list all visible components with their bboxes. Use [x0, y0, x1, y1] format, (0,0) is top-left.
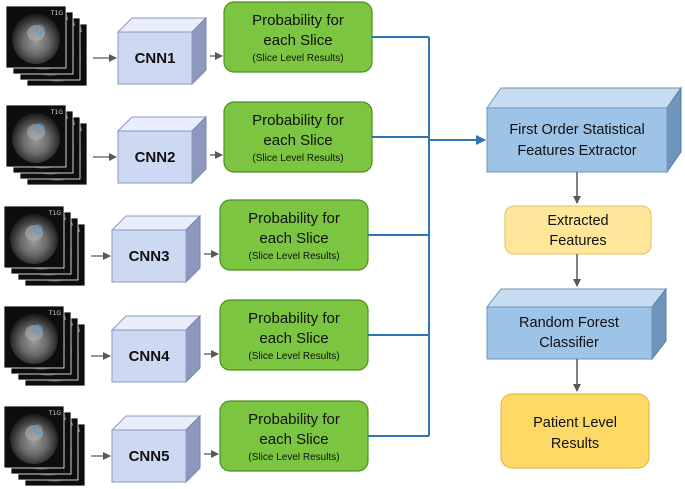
results-rect [500, 393, 650, 469]
mri-slice [5, 104, 67, 168]
cnn-label: CNN2 [135, 149, 176, 166]
extractor-label-line2: Features Extractor [517, 143, 636, 159]
features-rect [504, 205, 652, 255]
mri-slice-stack: T1GT1GT1GT1G [3, 305, 86, 387]
branch-3: T1GT1GT1GT1G CNN3 Probability for each Slic… [3, 199, 369, 287]
extractor-label-line1: First Order Statistical [509, 122, 644, 138]
probability-title-line1: Probability for [248, 210, 340, 227]
cnn-block: CNN2 [116, 115, 208, 185]
classifier-label-line2: Classifier [539, 335, 599, 351]
probability-title-line1: Probability for [252, 12, 344, 29]
probability-box: Probability for each Slice (Slice Level Re… [219, 199, 369, 271]
cnn-top [110, 315, 202, 331]
mri-slice [3, 405, 65, 469]
cnn-top [110, 215, 202, 231]
cnn-block: CNN1 [116, 16, 208, 86]
cnn-top [116, 17, 208, 33]
mri-slice-stack: T1GT1GT1GT1G [3, 205, 86, 287]
mri-slice-label: T1G [50, 109, 63, 116]
pipeline-group: First Order Statistical Features Extract… [485, 86, 682, 469]
extracted-features-box: Extracted Features [504, 205, 652, 255]
mri-slice-label: T1G [48, 310, 61, 317]
probability-subtitle: (Slice Level Results) [248, 452, 339, 463]
probability-box: Probability for each Slice (Slice Level Re… [219, 400, 369, 472]
classifier-face [486, 306, 653, 360]
probability-title-line1: Probability for [248, 411, 340, 428]
cnn-face [117, 130, 193, 184]
mri-slice-stack: T1GT1GT1GT1G [5, 5, 88, 87]
probability-subtitle: (Slice Level Results) [252, 53, 343, 64]
cnn-label: CNN1 [135, 50, 176, 67]
cnn-face [111, 329, 187, 383]
cnn-top [110, 415, 202, 431]
results-label-line2: Results [551, 436, 599, 452]
classifier-top [485, 288, 668, 308]
branch-4: T1GT1GT1GT1G CNN4 Probability for each Slic… [3, 299, 369, 387]
mri-slice [5, 5, 67, 69]
probability-title-line1: Probability for [252, 112, 344, 129]
mri-slice [3, 305, 65, 369]
cnn-face [111, 229, 187, 283]
connectors-group [368, 36, 486, 437]
mri-slice-stack: T1GT1GT1GT1G [3, 405, 86, 487]
mri-slice-label: T1G [48, 410, 61, 417]
cnn-label: CNN3 [129, 248, 170, 265]
probability-subtitle: (Slice Level Results) [248, 351, 339, 362]
probability-title-line2: each Slice [263, 32, 332, 49]
branch-1: T1GT1GT1GT1G CNN1 Probability for each Slic… [5, 1, 373, 87]
results-label-line1: Patient Level [533, 415, 617, 431]
probability-box: Probability for each Slice (Slice Level Re… [223, 1, 373, 73]
cnn-top [116, 116, 208, 132]
probability-subtitle: (Slice Level Results) [252, 153, 343, 164]
extractor-top [486, 87, 682, 109]
probability-subtitle: (Slice Level Results) [248, 251, 339, 262]
branch-2: T1GT1GT1GT1G CNN2 Probability for each Slic… [5, 101, 373, 186]
probability-box: Probability for each Slice (Slice Level Re… [219, 299, 369, 371]
mri-slice-stack: T1GT1GT1GT1G [5, 104, 88, 186]
cnn-block: CNN5 [110, 414, 202, 484]
features-label-line1: Extracted [547, 213, 608, 229]
patient-results-box: Patient Level Results [500, 393, 650, 469]
extractor-face [486, 107, 668, 173]
probability-title-line1: Probability for [248, 310, 340, 327]
probability-title-line2: each Slice [259, 431, 328, 448]
cnn-block: CNN3 [110, 214, 202, 284]
cnn-label: CNN4 [129, 348, 170, 365]
features-label-line2: Features [549, 233, 606, 249]
cnn-label: CNN5 [129, 448, 170, 465]
mri-slice-label: T1G [48, 210, 61, 217]
cnn-face [111, 429, 187, 483]
classifier-label-line1: Random Forest [519, 315, 619, 331]
random-forest-box: Random Forest Classifier [485, 287, 668, 361]
probability-box: Probability for each Slice (Slice Level Re… [223, 101, 373, 173]
mri-slice-label: T1G [50, 10, 63, 17]
feature-extractor-box: First Order Statistical Features Extract… [486, 86, 682, 174]
mri-slice [3, 205, 65, 269]
probability-title-line2: each Slice [263, 132, 332, 149]
probability-title-line2: each Slice [259, 330, 328, 347]
probability-title-line2: each Slice [259, 230, 328, 247]
cnn-block: CNN4 [110, 314, 202, 384]
branch-5: T1GT1GT1GT1G CNN5 Probability for each Slic… [3, 400, 369, 487]
cnn-face [117, 31, 193, 85]
